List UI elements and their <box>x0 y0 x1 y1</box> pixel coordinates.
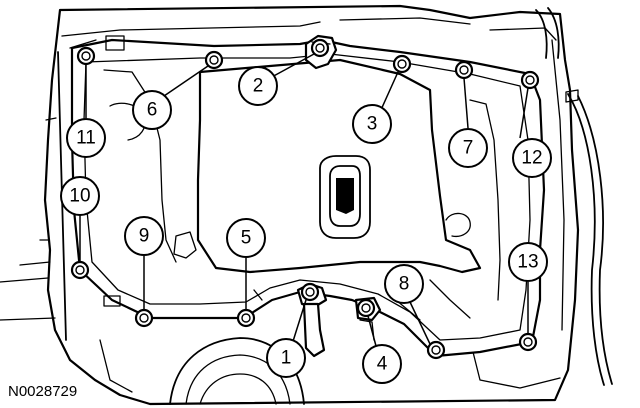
callout-label: 12 <box>521 148 542 169</box>
callout-label: 8 <box>399 274 410 295</box>
oil-pan <box>70 34 546 358</box>
leader-4 <box>367 315 377 347</box>
leader-7 <box>463 77 469 129</box>
bolt-11 <box>76 46 96 66</box>
bolt-12 <box>520 70 540 90</box>
callout-label: 4 <box>377 354 388 375</box>
callout-label: 5 <box>241 228 252 249</box>
callout-11: 11 <box>66 118 106 158</box>
callout-label: 7 <box>463 138 474 159</box>
callout-1: 1 <box>266 338 306 378</box>
callout-label: 2 <box>253 76 264 97</box>
callout-label: 13 <box>517 252 538 273</box>
callout-2: 2 <box>238 66 278 106</box>
bolt-6 <box>204 50 224 70</box>
figure-code: N0028729 <box>8 383 77 400</box>
bolt-10 <box>70 260 90 280</box>
bolt-5 <box>236 308 256 328</box>
bolt-8 <box>426 340 446 360</box>
callouts: 1 2 3 4 5 6 7 8 9 10 11 12 13 <box>60 66 552 384</box>
callout-5: 5 <box>226 218 266 258</box>
callout-12: 12 <box>512 138 552 178</box>
callout-label: 1 <box>281 348 292 369</box>
callout-label: 10 <box>69 186 90 207</box>
callout-8: 8 <box>384 264 424 304</box>
bolt-2 <box>310 38 330 58</box>
leader-8 <box>409 301 431 345</box>
bolt-7 <box>454 60 474 80</box>
callout-6: 6 <box>132 90 172 130</box>
leader-2 <box>269 53 315 79</box>
callout-label: 11 <box>76 128 96 149</box>
callout-13: 13 <box>508 242 548 282</box>
bolt-13 <box>518 332 538 352</box>
callout-3: 3 <box>352 104 392 144</box>
callout-label: 6 <box>147 100 158 121</box>
callout-7: 7 <box>448 128 488 168</box>
callout-10: 10 <box>60 176 100 216</box>
leader-12 <box>519 87 529 139</box>
leader-3 <box>379 71 399 113</box>
callout-label: 9 <box>139 226 150 247</box>
leader-6 <box>163 65 209 97</box>
bolt-4 <box>356 298 376 318</box>
callout-4: 4 <box>362 344 402 384</box>
bolt-9 <box>134 308 154 328</box>
bolt-heads <box>70 38 540 360</box>
bolt-3 <box>392 54 412 74</box>
callout-9: 9 <box>124 216 164 256</box>
bolt-1 <box>300 282 320 302</box>
callout-label: 3 <box>367 114 378 135</box>
